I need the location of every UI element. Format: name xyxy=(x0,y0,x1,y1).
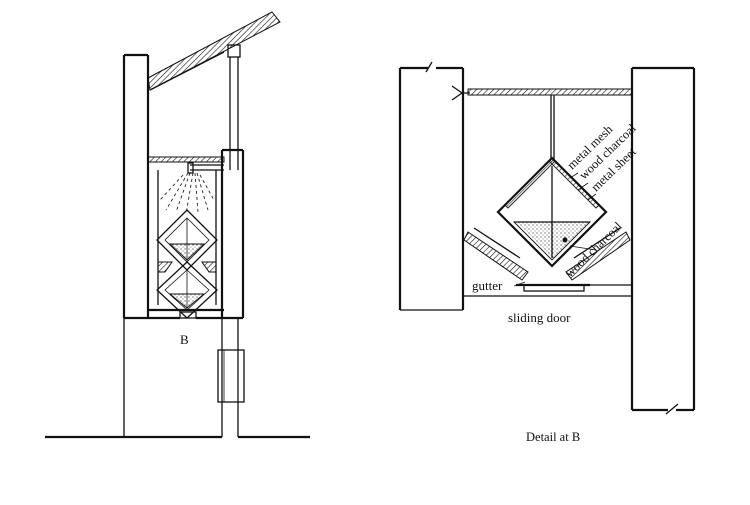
chamber-floor xyxy=(124,308,243,320)
left-section: B xyxy=(45,11,310,439)
label-sliding-door: sliding door xyxy=(508,310,571,325)
right-tray xyxy=(201,261,217,273)
vent-duct xyxy=(227,44,241,170)
spray-pipe xyxy=(159,162,224,215)
detail-marker-label: B xyxy=(180,332,189,347)
roof-slab xyxy=(147,11,281,92)
detail-ceiling-mesh xyxy=(451,85,633,101)
detail-caption: Detail at B xyxy=(526,430,580,444)
left-tray xyxy=(157,261,173,273)
detail-right-gutter xyxy=(565,227,631,281)
chamber-ceiling-mesh xyxy=(147,156,225,163)
detail-right-wall xyxy=(630,66,696,415)
detail-left-gutter xyxy=(463,227,529,281)
detail-section: metal mesh wood charcoal metal sheet woo… xyxy=(398,61,696,444)
room-below xyxy=(123,318,245,437)
leader-lines xyxy=(513,172,597,287)
detail-left-wall xyxy=(398,61,465,311)
detail-diamond-filter xyxy=(496,156,608,268)
chamber-right-wall xyxy=(220,148,245,318)
detail-bottom-tray xyxy=(463,283,632,297)
label-gutter: gutter xyxy=(472,278,503,293)
left-wall xyxy=(122,53,150,318)
upper-filter-diamond xyxy=(156,209,218,271)
